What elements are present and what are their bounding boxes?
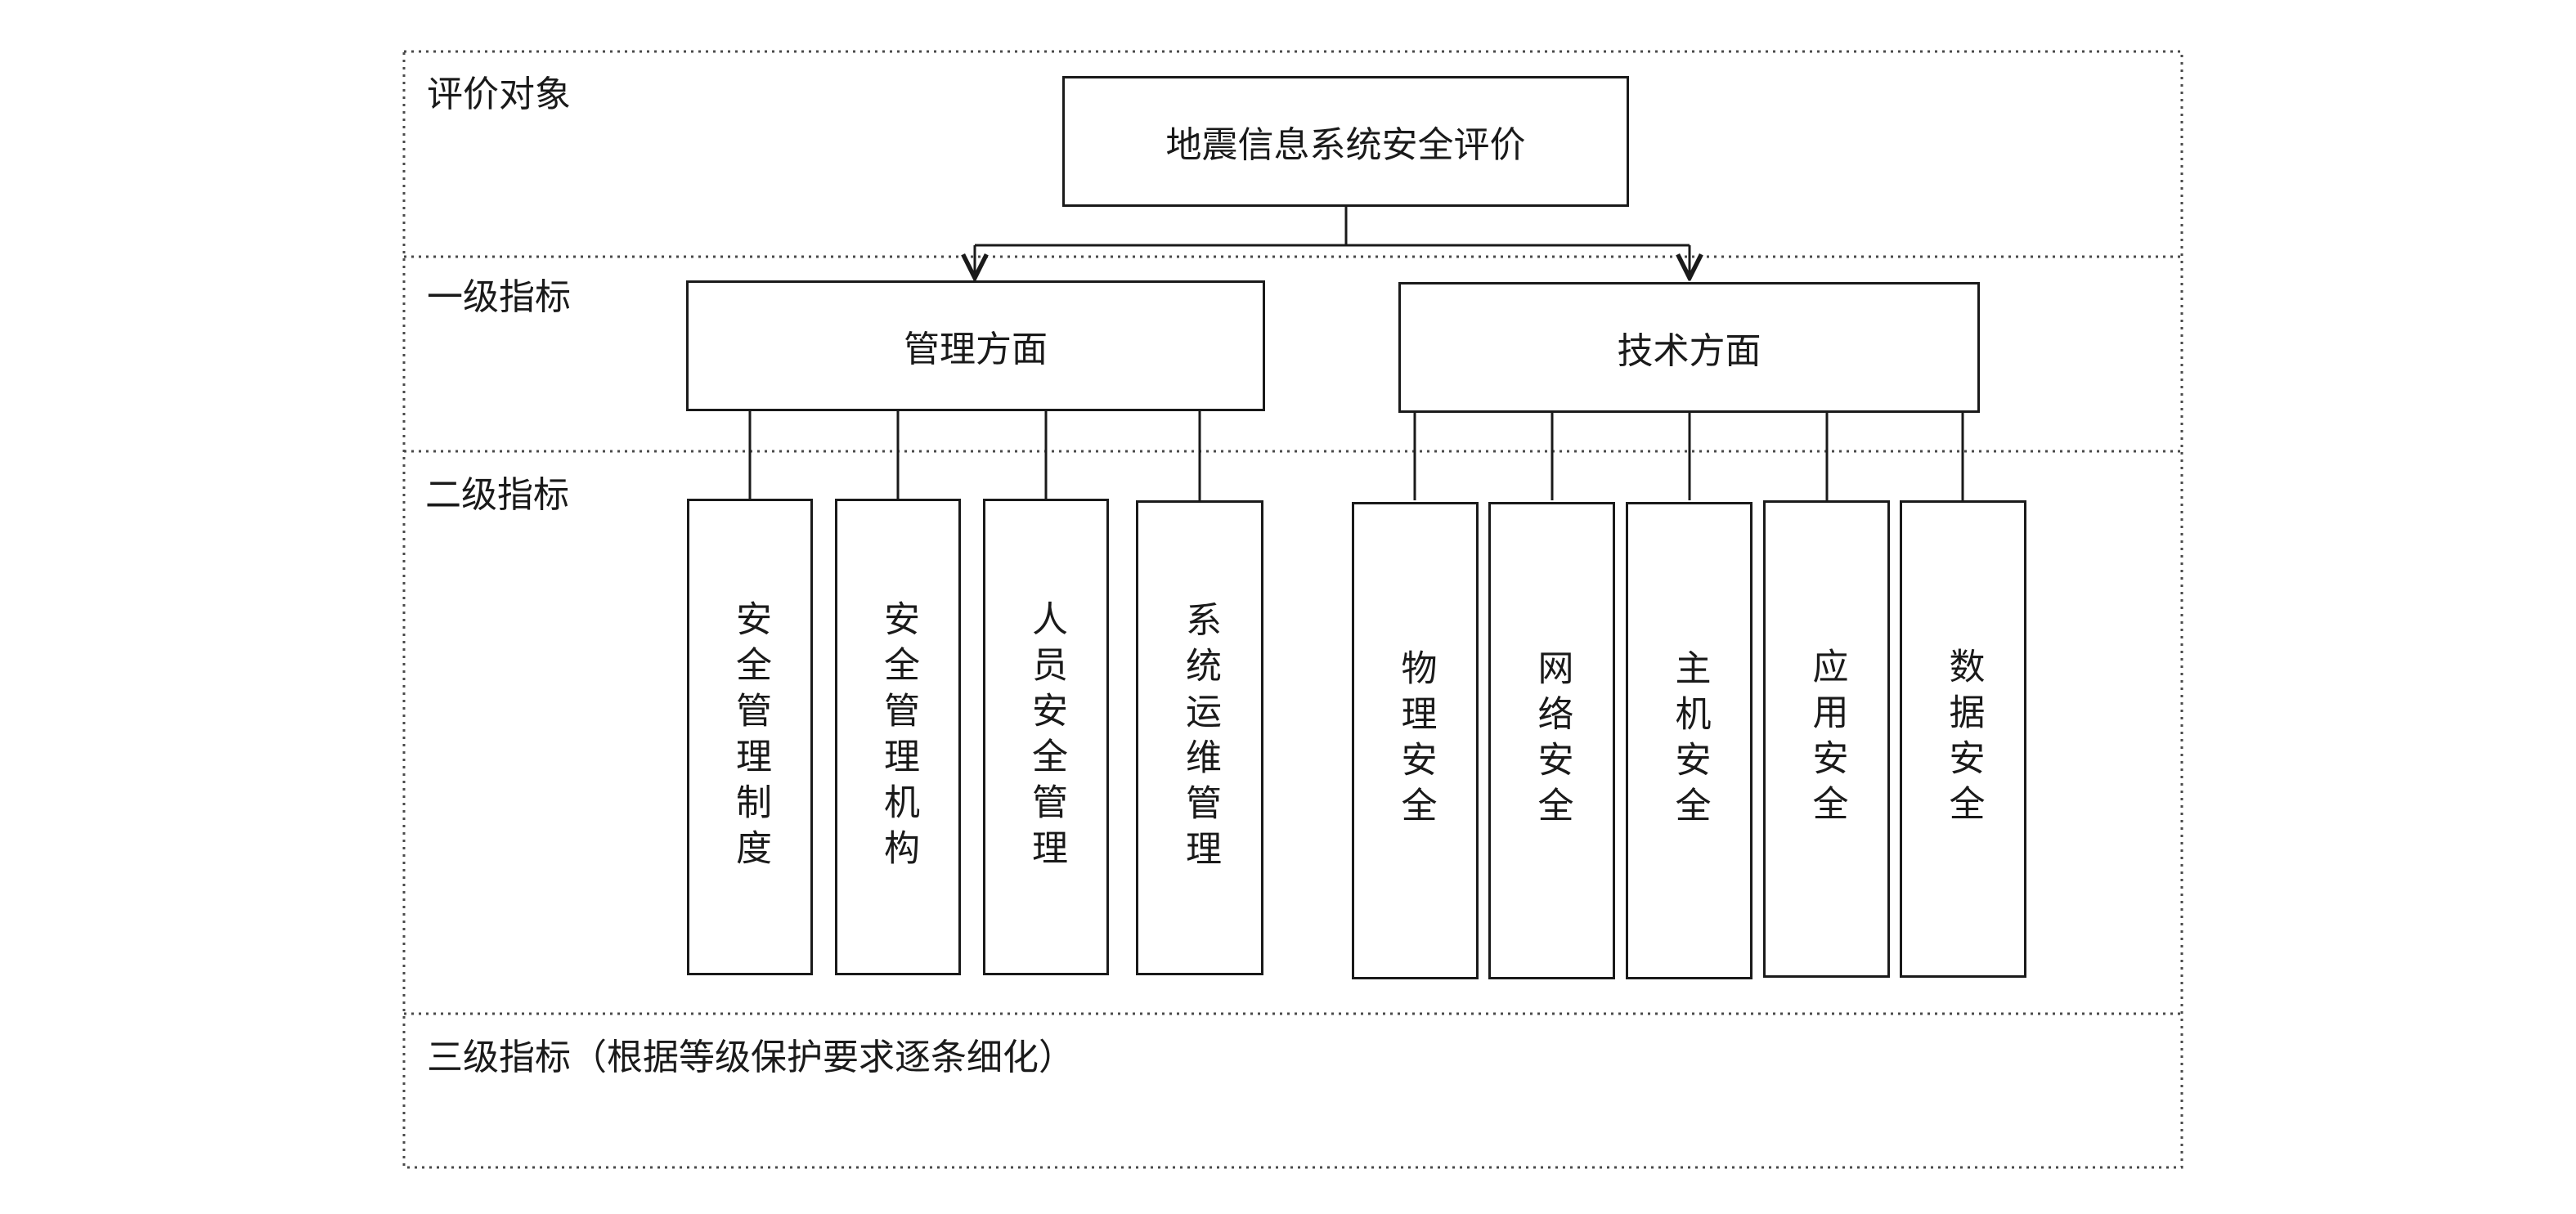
level2-node-label: 数据安全	[1942, 647, 1985, 831]
level2-node-label: 系统运维管理	[1179, 600, 1221, 876]
level2-node-label: 主机安全	[1668, 649, 1711, 832]
level2-node-network-security: 网络安全	[1488, 502, 1615, 979]
band-label-level1: 一级指标	[427, 276, 571, 318]
band-label-object: 评价对象	[427, 74, 571, 115]
level1-connectors	[748, 411, 1964, 500]
level2-node-label: 安全管理制度	[729, 599, 771, 875]
level2-node-label: 网络安全	[1531, 649, 1573, 832]
root-connectors	[975, 207, 1690, 278]
level2-node-label: 物理安全	[1394, 649, 1437, 832]
level2-node-physical-security: 物理安全	[1352, 502, 1479, 979]
level2-node-operations-management: 系统运维管理	[1136, 500, 1263, 975]
level2-node-data-security: 数据安全	[1900, 500, 2026, 978]
level2-node-label: 应用安全	[1806, 647, 1848, 831]
level2-node-security-organization: 安全管理机构	[835, 499, 961, 975]
level2-node-label: 人员安全管理	[1025, 599, 1067, 875]
band-label-level3: 三级指标（根据等级保护要求逐条细化）	[427, 1037, 1075, 1078]
band-label-level2: 二级指标	[425, 474, 569, 516]
level1-node-management: 管理方面	[686, 280, 1265, 411]
level2-node-security-policy: 安全管理制度	[687, 499, 813, 975]
level1-node-technical: 技术方面	[1398, 282, 1980, 413]
level2-node-host-security: 主机安全	[1626, 502, 1752, 979]
band-outer-border	[402, 50, 2183, 1169]
band-frame	[402, 50, 2183, 1169]
level2-node-personnel-security: 人员安全管理	[983, 499, 1109, 975]
root-node-system-evaluation: 地震信息系统安全评价	[1062, 76, 1629, 207]
level1-node-label: 管理方面	[904, 329, 1048, 370]
level2-node-application-security: 应用安全	[1763, 500, 1890, 978]
level2-node-label: 安全管理机构	[877, 599, 919, 875]
level1-node-label: 技术方面	[1617, 330, 1761, 372]
root-node-label: 地震信息系统安全评价	[1165, 124, 1526, 166]
